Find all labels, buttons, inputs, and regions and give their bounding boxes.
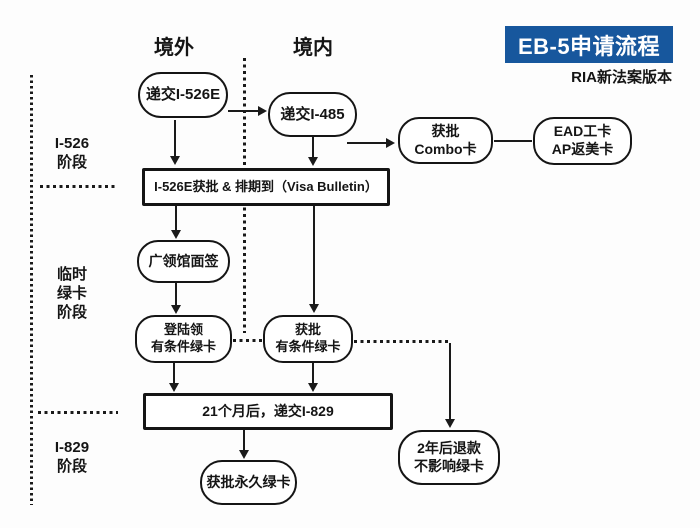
node-refund-after-2-years: 2年后退款 不影响绿卡 — [398, 430, 500, 485]
stage-label-i829: I-829 阶段 — [40, 439, 104, 477]
connector-refund-drop — [449, 343, 451, 421]
stage-label-line: I-526 — [54, 135, 90, 152]
node-label: 递交I-526E — [145, 86, 221, 104]
node-permanent-green-card: 获批永久绿卡 — [200, 460, 297, 505]
column-header-overseas: 境外 — [154, 37, 194, 59]
connector-i829-to-permanent — [243, 430, 245, 452]
connector-landing-to-conditional-dotted — [233, 339, 262, 342]
node-submit-i526e: 递交I-526E — [138, 72, 228, 118]
node-label: 有条件绿卡 — [275, 339, 341, 354]
connector-conditional-to-i829 — [312, 363, 314, 385]
node-label: 获批永久绿卡 — [206, 473, 291, 490]
node-label: Combo卡 — [414, 140, 477, 157]
node-label: EAD工卡 — [553, 123, 612, 140]
stage-label-temporary-card: 临时 绿卡 阶段 — [40, 266, 104, 322]
node-label: 登陆领 — [163, 322, 203, 338]
node-label: I-526E获批 & 排期到（Visa Bulletin） — [154, 178, 378, 194]
connector-combo-to-ead — [494, 140, 532, 142]
connector-i526e-to-approval — [174, 120, 176, 158]
connector-i526e-to-i485 — [228, 110, 260, 112]
node-i526e-approval-priority-date: I-526E获批 & 排期到（Visa Bulletin） — [142, 168, 390, 206]
node-label: 2年后退款 — [417, 439, 481, 456]
node-combo-card: 获批 Combo卡 — [398, 117, 493, 164]
node-ead-ap-card: EAD工卡 AP返美卡 — [533, 117, 632, 165]
node-landing-conditional-card: 登陆领 有条件绿卡 — [135, 315, 232, 363]
stage-separator-2 — [38, 411, 118, 414]
arrowhead-right-icon — [258, 106, 267, 116]
arrowhead-down-icon — [169, 383, 179, 392]
arrowhead-right-icon — [386, 138, 395, 148]
connector-landing-to-i829 — [173, 363, 175, 385]
arrowhead-down-icon — [239, 450, 249, 459]
node-label: AP返美卡 — [551, 141, 614, 157]
arrowhead-down-icon — [308, 157, 318, 166]
stage-label-i526: I-526 阶段 — [40, 135, 104, 173]
connector-consulate-to-landing — [175, 283, 177, 307]
arrowhead-down-icon — [309, 304, 319, 313]
arrowhead-down-icon — [308, 383, 318, 392]
connector-conditional-to-refund-dotted — [354, 340, 451, 343]
node-label: 递交I-485 — [280, 105, 345, 123]
column-header-domestic: 境内 — [293, 37, 333, 59]
node-label: 有条件绿卡 — [150, 339, 216, 354]
node-submit-i829: 21个月后，递交I-829 — [143, 393, 393, 430]
node-label: 获批 — [431, 122, 460, 139]
node-label: 不影响绿卡 — [414, 457, 484, 474]
stage-axis-line — [30, 75, 33, 505]
connector-approval-to-conditional — [313, 206, 315, 306]
stage-label-line: 阶段 — [56, 457, 87, 475]
node-consulate-interview: 广领馆面签 — [137, 240, 230, 283]
node-submit-i485: 递交I-485 — [268, 92, 357, 137]
connector-approval-to-consulate — [175, 206, 177, 232]
title-badge: EB-5申请流程 — [505, 26, 673, 63]
arrowhead-down-icon — [170, 156, 180, 165]
node-label: 广领馆面签 — [148, 252, 219, 269]
stage-label-line: 阶段 — [56, 303, 87, 321]
stage-separator-1 — [40, 185, 118, 188]
title-subtitle: RIA新法案版本 — [571, 69, 672, 86]
node-label: 获批 — [294, 322, 321, 338]
arrowhead-down-icon — [171, 230, 181, 239]
stage-label-line: 临时 — [56, 266, 87, 283]
connector-i485-to-approval — [312, 137, 314, 159]
stage-label-line: 阶段 — [56, 153, 87, 171]
stage-label-line: 绿卡 — [56, 284, 87, 302]
arrowhead-down-icon — [445, 419, 455, 428]
node-approved-conditional-card: 获批 有条件绿卡 — [263, 315, 353, 363]
stage-label-line: I-829 — [54, 439, 90, 456]
node-label: 21个月后，递交I-829 — [202, 402, 334, 419]
arrowhead-down-icon — [171, 305, 181, 314]
connector-i485-to-combo — [347, 142, 389, 144]
